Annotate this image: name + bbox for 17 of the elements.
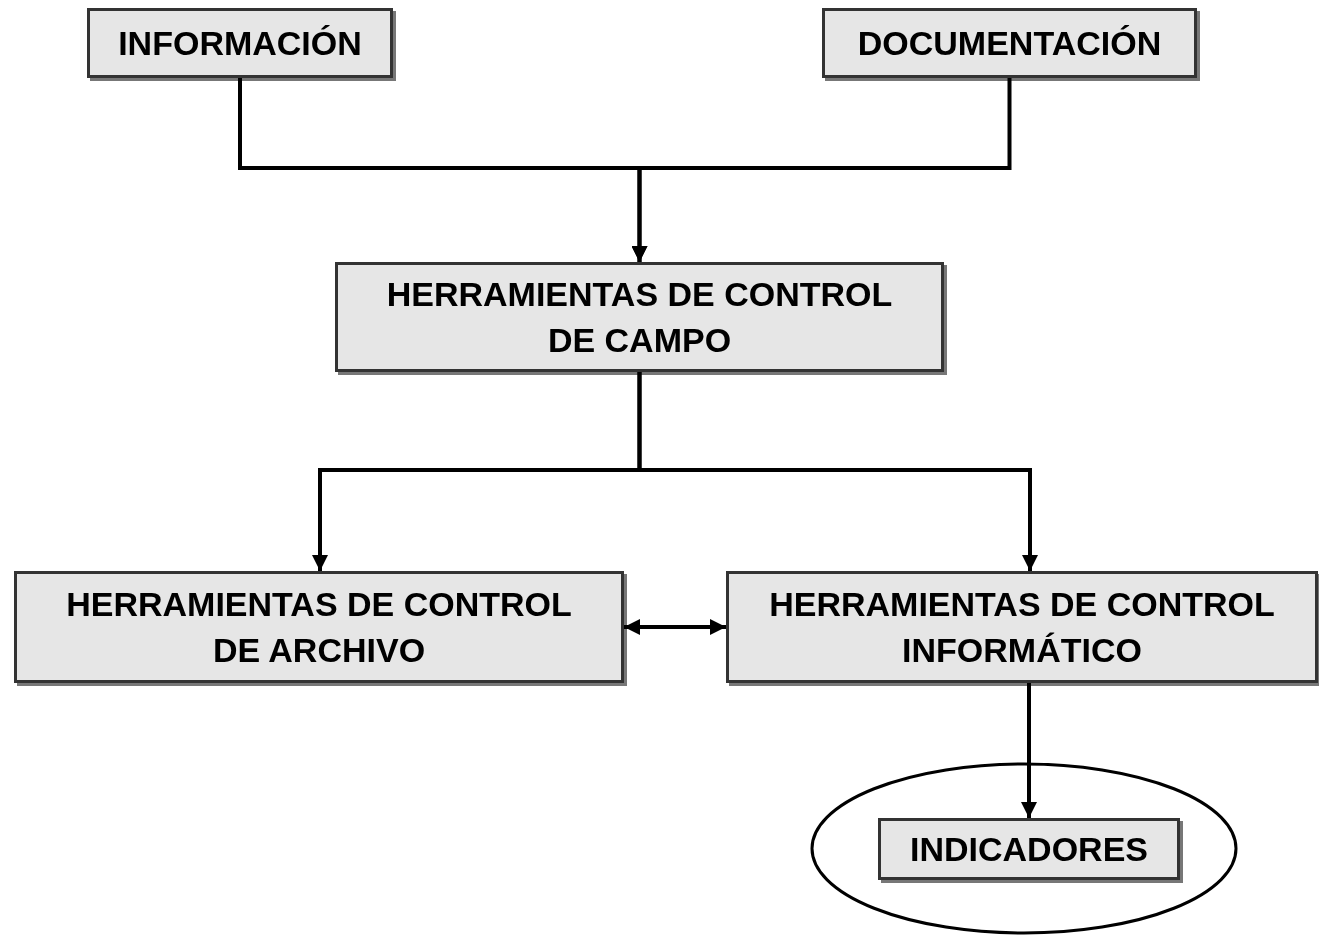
arrow — [637, 372, 1038, 571]
box-label: HERRAMIENTAS DE CONTROL DE CAMPO — [385, 274, 894, 361]
arrow — [631, 78, 1012, 262]
process-box — [726, 571, 1318, 683]
process-box — [878, 818, 1180, 880]
box-label: HERRAMIENTAS DE CONTROL DE ARCHIVO — [65, 584, 573, 671]
process-box — [87, 8, 393, 78]
process-box — [335, 262, 944, 372]
box-label: HERRAMIENTAS DE CONTROL INFORMÁTICO — [768, 584, 1276, 671]
box-label: DOCUMENTACIÓN — [857, 23, 1162, 64]
box-label: INFORMACIÓN — [118, 23, 362, 64]
box-label: INDICADORES — [910, 829, 1148, 870]
ellipse-shape — [810, 762, 1238, 935]
process-box — [14, 571, 624, 683]
arrow — [1021, 683, 1037, 818]
process-box — [822, 8, 1197, 78]
arrow — [624, 619, 726, 635]
